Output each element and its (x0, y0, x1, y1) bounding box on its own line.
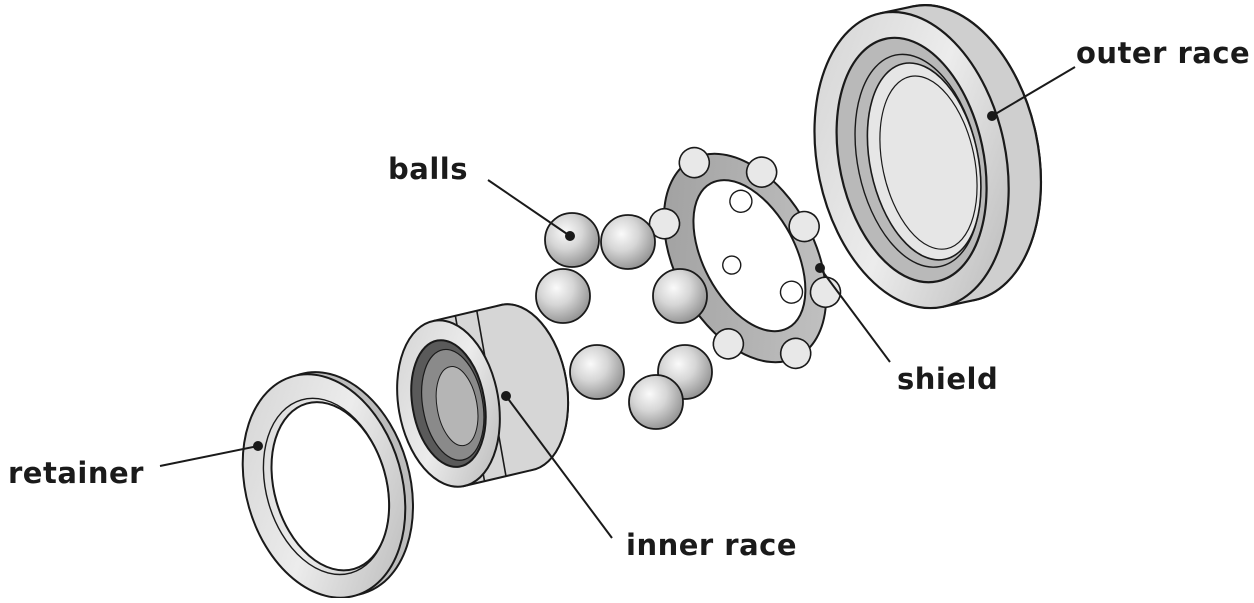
ball (570, 345, 624, 399)
ball (601, 215, 655, 269)
leader-dot-outer-race (988, 112, 996, 120)
ball (653, 269, 707, 323)
inner-race (384, 296, 581, 495)
leader-dot-retainer (254, 442, 262, 450)
label-outer-race: outer race (1076, 36, 1250, 70)
label-shield: shield (897, 362, 998, 396)
ball (536, 269, 590, 323)
leader-dot-shield (816, 264, 824, 272)
label-retainer: retainer (8, 456, 144, 490)
leader-dot-inner-race (502, 392, 510, 400)
ball (629, 375, 683, 429)
label-inner-race: inner race (626, 528, 797, 562)
leader-balls (488, 180, 570, 236)
leader-dot-balls (566, 232, 574, 240)
label-balls: balls (388, 152, 468, 186)
